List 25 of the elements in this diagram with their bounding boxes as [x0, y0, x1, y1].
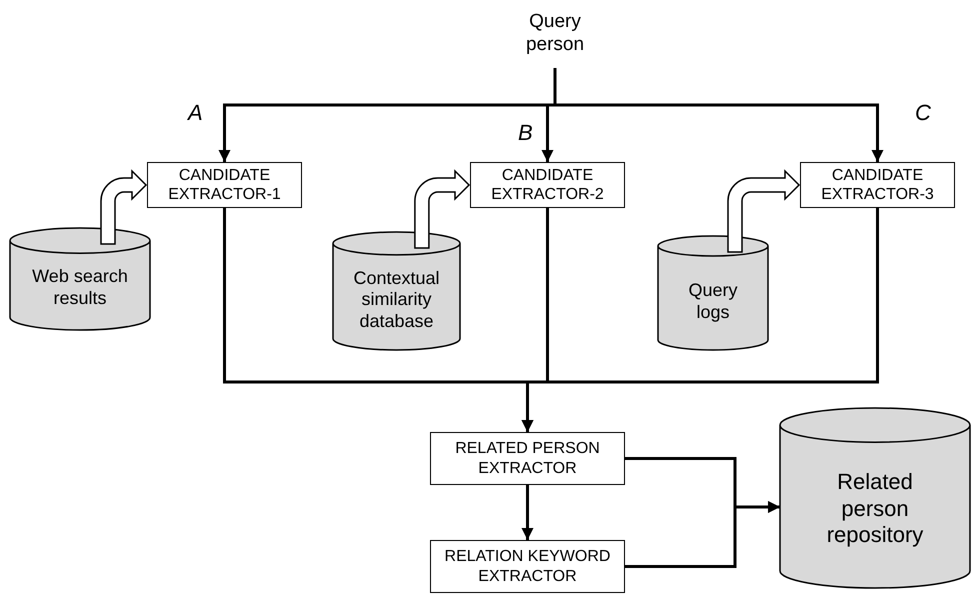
process-box	[470, 162, 625, 208]
curved-block-arrow	[727, 170, 800, 253]
process-box	[147, 162, 302, 208]
process-box	[800, 162, 955, 208]
box-label: CANDIDATE EXTRACTOR-3	[820, 166, 935, 204]
database-label: Contextual similarity database	[352, 268, 441, 332]
input-label: Query person	[524, 11, 586, 57]
database-label: Related person repository	[826, 469, 924, 549]
box-label: CANDIDATE EXTRACTOR-1	[167, 166, 282, 204]
arrow	[522, 485, 534, 540]
branch-letter: A	[188, 100, 203, 126]
box-label: RELATION KEYWORD EXTRACTOR	[444, 547, 612, 586]
arrow	[625, 501, 780, 568]
branch-letter: B	[518, 120, 533, 146]
curved-block-arrow	[100, 170, 147, 245]
database-label: Query logs	[687, 280, 739, 324]
arrow	[522, 208, 879, 432]
branch-letter: C	[915, 100, 931, 126]
arrow	[554, 68, 884, 162]
process-box	[430, 540, 625, 593]
database-label: Web search results	[31, 266, 129, 310]
process-box	[430, 432, 625, 485]
box-label: RELATED PERSON EXTRACTOR	[454, 439, 601, 478]
box-label: CANDIDATE EXTRACTOR-2	[490, 166, 605, 204]
curved-block-arrow	[414, 170, 470, 249]
